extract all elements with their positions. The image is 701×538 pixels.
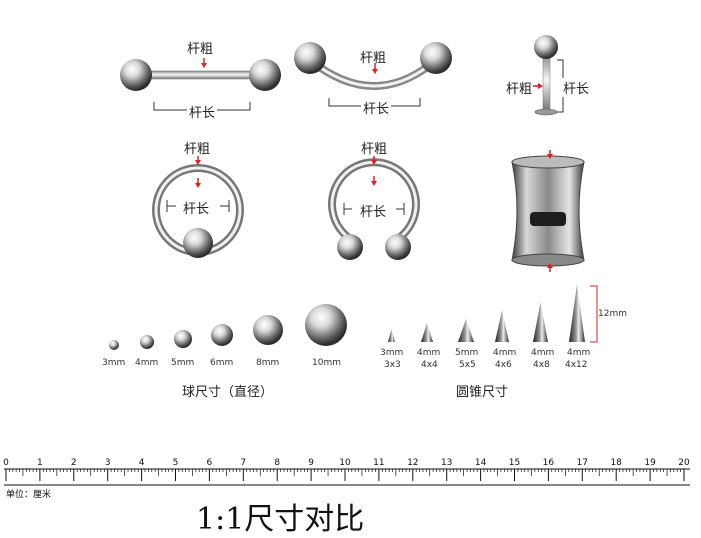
straight-barbell [120, 58, 281, 111]
ruler-number: 10 [339, 458, 351, 468]
rod-length-label-2: 杆长 [361, 98, 392, 117]
cone-dims-0: 3x3 [384, 360, 401, 370]
ruler-number: 5 [172, 458, 179, 468]
ruler-number: 12 [407, 458, 419, 468]
cone-3x3 [388, 329, 395, 342]
cone-size-5: 4mm [567, 348, 591, 358]
ruler-number: 15 [508, 458, 521, 468]
cone-sizes-row [388, 284, 598, 343]
ruler-number: 14 [474, 458, 487, 468]
cone-dims-3: 4x6 [495, 360, 512, 370]
scale-note: 1:1尺寸对比 [196, 502, 365, 537]
cone-size-2: 5mm [455, 348, 479, 358]
cone-4x6 [495, 310, 509, 342]
ball-label-8mm: 8mm [256, 358, 280, 368]
ball-section-caption: 球尺寸（直径） [182, 385, 274, 400]
ruler-number: 8 [274, 458, 281, 468]
ball-label-6mm: 6mm [210, 358, 234, 368]
rod-length-label-4: 杆长 [182, 198, 211, 217]
ball-label-10mm: 10mm [312, 358, 341, 368]
rod-thickness-label-4: 杆粗 [184, 142, 211, 157]
ball-6mm [211, 324, 233, 346]
rod-length-label-1: 杆长 [187, 102, 218, 121]
ruler-number: 17 [576, 458, 589, 468]
tunnel-plug [511, 150, 585, 272]
ruler-number: 2 [70, 458, 77, 468]
ball-label-5mm: 5mm [171, 358, 195, 368]
ruler-number: 1 [37, 458, 43, 468]
ruler-number: 7 [240, 458, 247, 468]
cone-4x8 [533, 302, 548, 342]
cone-size-3: 4mm [493, 348, 517, 358]
ruler-number: 0 [3, 458, 9, 468]
ruler-number: 6 [206, 458, 213, 468]
ruler [4, 468, 690, 486]
cone-section-caption: 圆锥尺寸 [456, 385, 509, 400]
ball-3mm [109, 340, 119, 350]
ruler-number: 13 [440, 458, 453, 468]
cone-dims-1: 4x4 [421, 360, 438, 370]
rod-thickness-label-2: 杆粗 [360, 51, 387, 66]
cone-dims-5: 4x12 [565, 360, 588, 370]
cone-dims-2: 5x5 [459, 360, 476, 370]
ruler-number: 18 [610, 458, 622, 468]
ball-5mm [174, 330, 192, 348]
captive-bead-ring [152, 156, 244, 258]
cone-size-4: 4mm [531, 348, 555, 358]
cone-5x5 [458, 319, 474, 342]
cone-size-1: 4mm [417, 348, 441, 358]
ruler-number: 16 [542, 458, 555, 468]
curved-barbell [294, 42, 452, 107]
ball-sizes-row [109, 304, 347, 350]
ball-10mm [305, 304, 347, 346]
ball-label-3mm: 3mm [102, 358, 126, 368]
rod-thickness-label-5: 杆粗 [361, 142, 388, 157]
labret-stud [533, 35, 564, 116]
cone-size-0: 3mm [380, 348, 404, 358]
horseshoe-ring [328, 156, 420, 260]
cone-4x12 [569, 284, 585, 342]
cone-4x4 [421, 323, 433, 342]
ruler-number: 3 [104, 458, 111, 468]
rod-thickness-label-3: 杆粗 [506, 82, 533, 97]
rod-length-label-3: 杆长 [562, 78, 591, 97]
ball-8mm [253, 315, 283, 345]
cone-height-marker: 12mm [598, 309, 627, 319]
ruler-number: 4 [138, 458, 145, 468]
ruler-number: 20 [678, 458, 690, 468]
rod-thickness-label-1: 杆粗 [187, 42, 214, 57]
ruler-number: 9 [308, 458, 314, 468]
rod-length-label-5: 杆长 [359, 201, 388, 220]
ball-label-4mm: 4mm [135, 358, 159, 368]
cone-dims-4: 4x8 [533, 360, 550, 370]
ruler-number: 11 [373, 458, 385, 468]
ruler-number: 19 [644, 458, 656, 468]
ruler-unit-label: 单位：厘米 [6, 490, 52, 500]
ball-4mm [140, 335, 154, 349]
